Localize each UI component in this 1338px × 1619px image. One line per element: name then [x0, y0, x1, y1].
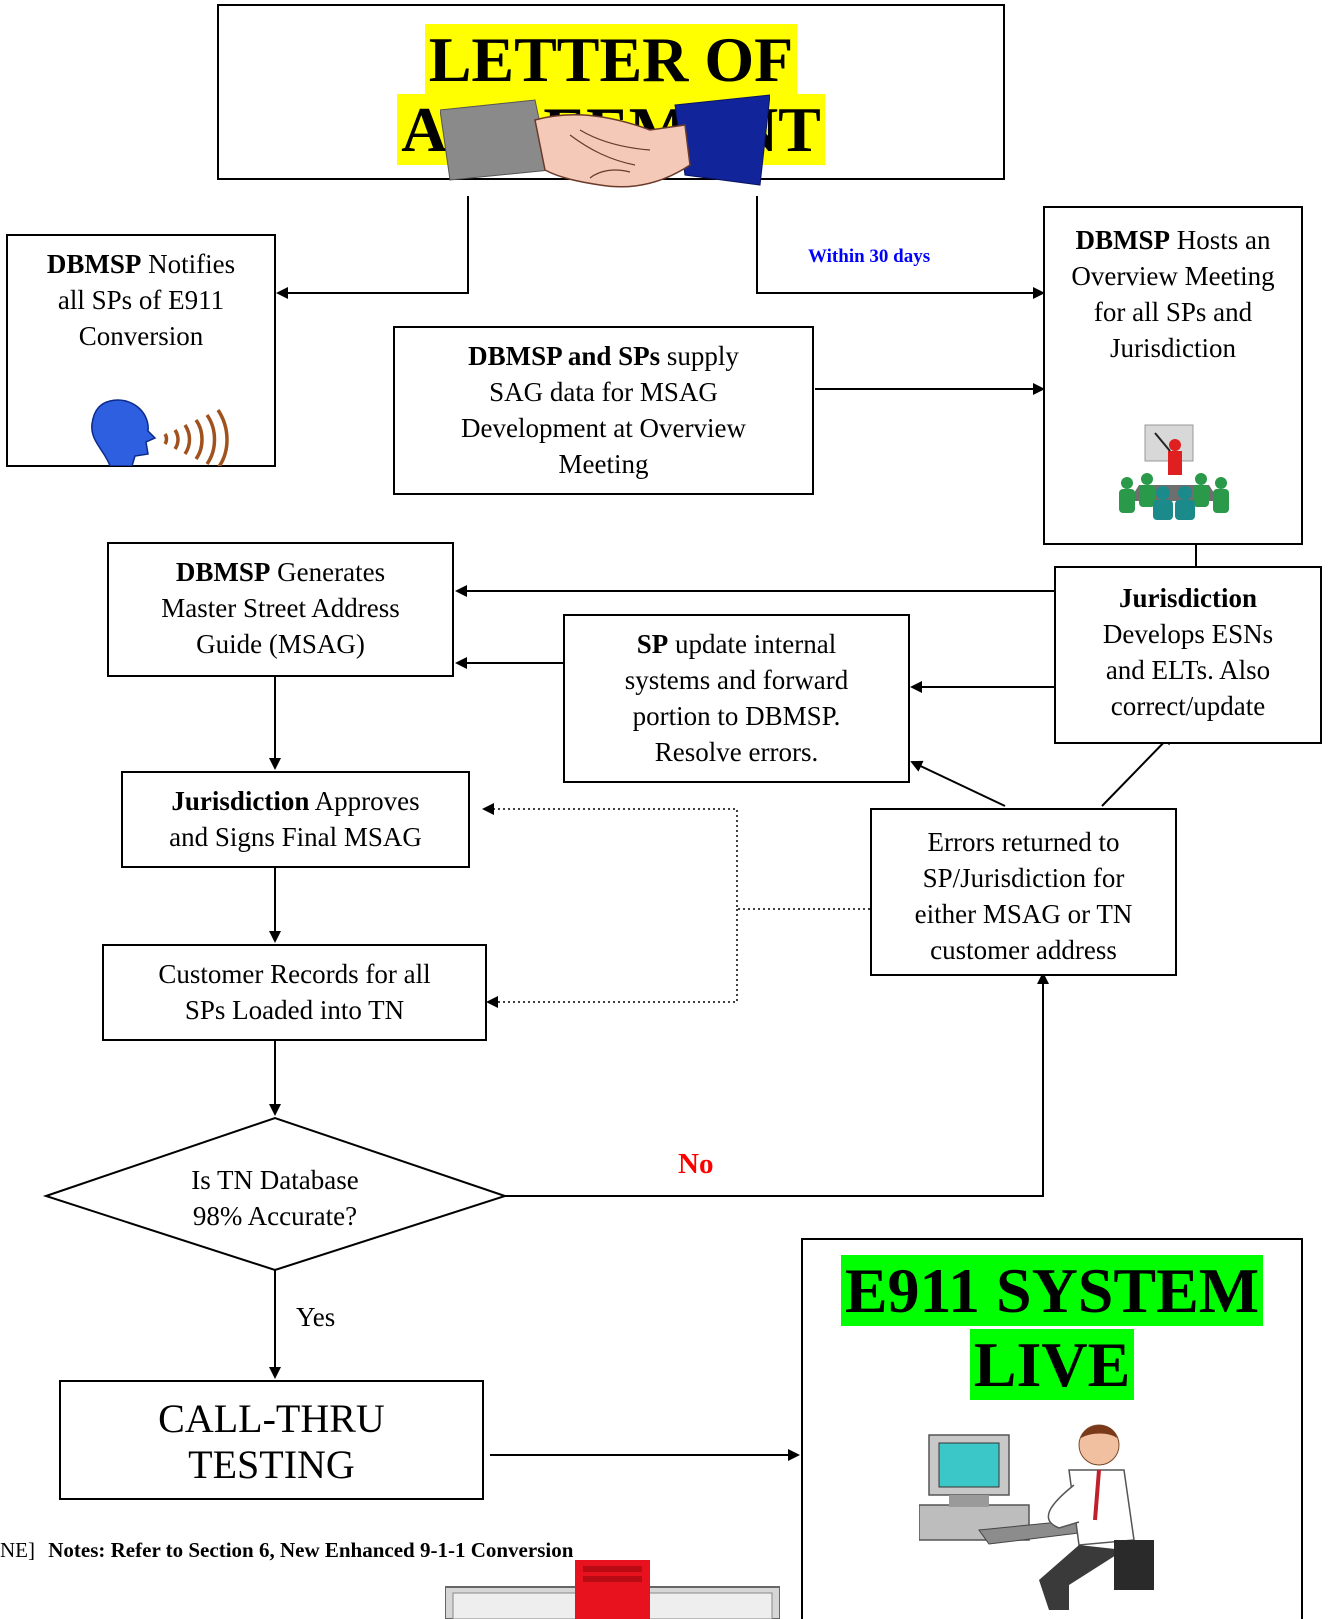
notify-bold: DBMSP: [46, 249, 142, 279]
sag-line3: Development at Overview: [461, 413, 746, 443]
spupdate-line3: portion to DBMSP.: [632, 701, 841, 731]
overview-line2: Overview Meeting: [1071, 261, 1275, 291]
customer-line2: SPs Loaded into TN: [184, 995, 405, 1025]
within-30-days-label: Within 30 days: [808, 246, 931, 267]
yes-label: Yes: [296, 1302, 336, 1332]
notify-line2: all SPs of E911: [57, 285, 225, 315]
sag-data-box: DBMSP and SPs supply SAG data for MSAG D…: [393, 326, 814, 495]
title-line1: LETTER OF: [424, 24, 798, 95]
approve-bold: Jurisdiction: [171, 786, 310, 816]
live-line2: LIVE: [969, 1329, 1135, 1400]
errors-line3: either MSAG or TN: [914, 899, 1133, 929]
speaking-head-icon: [91, 399, 229, 466]
jur-dev-line3: and ELTs. Also: [1105, 655, 1271, 685]
arrow-errors-to-jur: [1101, 732, 1174, 807]
errors-line1: Errors returned to: [927, 827, 1120, 857]
jur-dev-bold: Jurisdiction: [1118, 583, 1258, 613]
notify-line3: Conversion: [78, 321, 204, 351]
sag-line2: SAG data for MSAG: [489, 377, 718, 407]
sag-bold: DBMSP and SPs: [468, 341, 661, 371]
spupdate-rest: update internal: [668, 629, 837, 659]
arrow-errors-to-spupdate: [910, 760, 1006, 807]
notes-line: NE] Notes: Refer to Section 6, New Enhan…: [0, 1538, 573, 1563]
arrow-title-to-overview: [756, 196, 1045, 299]
overview-meeting-box: DBMSP Hosts an Overview Meeting for all …: [1043, 206, 1303, 545]
notes-prefix: NE]: [0, 1538, 35, 1562]
generate-line2: Master Street Address: [161, 593, 400, 623]
decision-line1: Is TN Database: [191, 1165, 359, 1195]
callthru-line2: TESTING: [188, 1442, 355, 1487]
callthru-line1: CALL-THRU: [158, 1396, 385, 1441]
decision-line2: 98% Accurate?: [192, 1201, 358, 1231]
jurisdiction-develops-box: Jurisdiction Develops ESNs and ELTs. Als…: [1054, 566, 1322, 744]
nine-one-one-logo-icon: [445, 1560, 780, 1619]
errors-returned-box: Errors returned to SP/Jurisdiction for e…: [870, 808, 1177, 976]
jur-dev-line4: correct/update: [1110, 691, 1266, 721]
spupdate-bold: SP: [636, 629, 669, 659]
errors-line2: SP/Jurisdiction for: [922, 863, 1125, 893]
meeting-presentation-icon: [1119, 424, 1229, 520]
jur-dev-line2: Develops ESNs: [1102, 619, 1274, 649]
dotted-errors-to-approve: [482, 803, 870, 910]
dotted-errors-to-customer: [486, 909, 738, 1008]
overview-bold: DBMSP: [1075, 225, 1171, 255]
live-line1: E911 SYSTEM: [840, 1255, 1264, 1326]
office-worker-computer-icon: [919, 1424, 1154, 1610]
e911-system-live-box: E911 SYSTEM LIVE: [801, 1238, 1303, 1619]
spupdate-line2: systems and forward: [624, 665, 849, 695]
overview-line3: for all SPs and: [1093, 297, 1253, 327]
sag-rest: supply: [660, 341, 739, 371]
notes-text: Notes: Refer to Section 6, New Enhanced …: [48, 1538, 574, 1562]
sag-line4: Meeting: [558, 449, 649, 479]
handshake-icon: [440, 94, 770, 188]
approve-line2: and Signs Final MSAG: [169, 822, 422, 852]
generate-rest: Generates: [270, 557, 386, 587]
approve-msag-box: Jurisdiction Approves and Signs Final MS…: [121, 771, 470, 868]
errors-line4: customer address: [930, 935, 1117, 965]
notify-rest: Notifies: [141, 249, 236, 279]
call-thru-testing-box: CALL-THRU TESTING: [59, 1380, 484, 1500]
sp-update-box: SP update internal systems and forward p…: [563, 614, 910, 783]
generate-msag-box: DBMSP Generates Master Street Address Gu…: [107, 542, 454, 677]
spupdate-line4: Resolve errors.: [654, 737, 819, 767]
arrow-decision-no-to-errors: [505, 972, 1049, 1197]
arrow-title-to-notify: [276, 196, 469, 299]
generate-bold: DBMSP: [175, 557, 271, 587]
generate-line3: Guide (MSAG): [196, 629, 365, 659]
overview-rest: Hosts an: [1170, 225, 1271, 255]
approve-rest: Approves: [309, 786, 420, 816]
customer-records-box: Customer Records for all SPs Loaded into…: [102, 944, 487, 1041]
notify-sps-box: DBMSP Notifies all SPs of E911 Conversio…: [6, 234, 276, 467]
no-label: No: [678, 1148, 714, 1180]
customer-line1: Customer Records for all: [158, 959, 431, 989]
overview-line4: Jurisdiction: [1110, 333, 1236, 363]
